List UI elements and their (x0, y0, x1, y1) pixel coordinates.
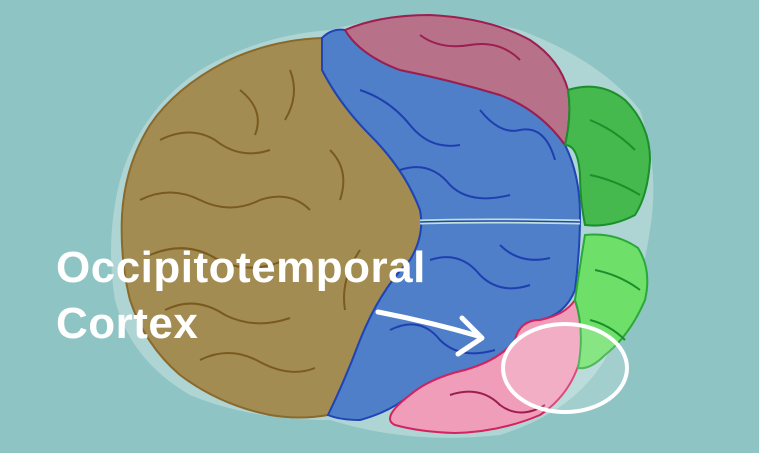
region-label-line-2: Cortex (56, 299, 199, 348)
region-label: Occipitotemporal Cortex (56, 240, 426, 352)
arrow-icon (375, 309, 485, 357)
cerebellum-lower (573, 233, 649, 370)
frontal-gyri (139, 69, 361, 373)
occipital-gyri (419, 34, 546, 414)
cerebellum-upper (563, 85, 652, 227)
highlight-ellipse-icon (501, 322, 629, 414)
parietal-gyri (359, 89, 556, 355)
cerebellum-folia (589, 119, 641, 341)
region-label-line-1: Occipitotemporal (56, 243, 426, 292)
